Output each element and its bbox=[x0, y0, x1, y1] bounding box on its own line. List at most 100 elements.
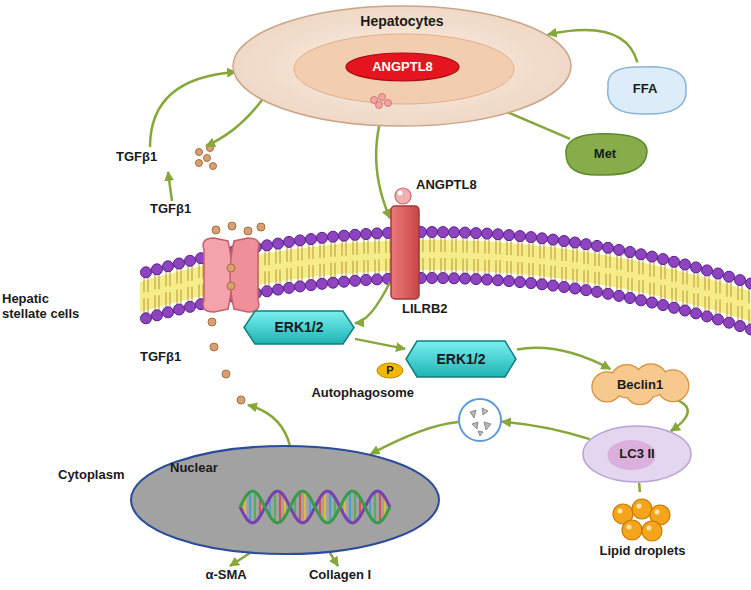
phospholipid-head bbox=[669, 256, 680, 267]
lipid-tail bbox=[518, 241, 522, 277]
phospholipid-head bbox=[537, 233, 548, 244]
text-label: TGFβ1 bbox=[150, 202, 208, 217]
phospholipid-head bbox=[625, 247, 636, 258]
phospholipid-head bbox=[702, 311, 713, 322]
lipid-tail bbox=[617, 255, 621, 291]
phospholipid-head bbox=[548, 280, 559, 291]
phospholipid-head bbox=[691, 262, 702, 273]
lilrb2-receptor-shape bbox=[390, 205, 420, 300]
phospholipid-head bbox=[152, 264, 163, 275]
phospholipid-head bbox=[295, 281, 306, 292]
phospholipid-head bbox=[482, 274, 493, 285]
node-label: Hepatocytes bbox=[232, 13, 572, 29]
lipid-tail bbox=[694, 272, 698, 308]
text-label: α-SMA bbox=[200, 568, 252, 583]
lipid-tail bbox=[353, 240, 357, 276]
lipid-tail bbox=[375, 238, 379, 274]
lipid-tail bbox=[309, 244, 313, 280]
node-label: Nuclear bbox=[170, 461, 250, 476]
lipid-tail bbox=[188, 266, 192, 302]
phospholipid-head bbox=[636, 249, 647, 260]
lipid-tail bbox=[155, 274, 159, 310]
lilrb2-receptor: LILRB2 bbox=[390, 205, 420, 300]
erk-hexagon: ERK1/2 bbox=[243, 310, 355, 345]
lipid-tail bbox=[144, 277, 148, 313]
lipid-tail bbox=[342, 241, 346, 277]
beclin1-cloud: Beclin1 bbox=[585, 366, 695, 404]
phospholipid-head bbox=[427, 273, 438, 284]
phospholipid-head bbox=[185, 301, 196, 312]
lipid-tail bbox=[540, 243, 544, 279]
phospholipid-head bbox=[328, 231, 339, 242]
lipid-tail bbox=[463, 238, 467, 274]
phospholipid-head bbox=[515, 231, 526, 242]
nucleus: Nuclear bbox=[130, 445, 440, 555]
angptl8-oval: ANGPTL8 bbox=[345, 52, 460, 82]
text-label: Hepatic stellate cells bbox=[2, 292, 97, 322]
phospholipid-head bbox=[163, 261, 174, 272]
lipid-tail bbox=[705, 275, 709, 311]
node-label: P bbox=[376, 364, 404, 377]
phospholipid-head bbox=[273, 238, 284, 249]
text-label: TGFβ1 bbox=[140, 350, 198, 365]
phospholipid-head bbox=[460, 227, 471, 238]
phospholipid-head bbox=[306, 234, 317, 245]
phospholipid-head bbox=[614, 290, 625, 301]
phospholipid-head bbox=[702, 265, 713, 276]
phospholipid-head bbox=[493, 275, 504, 286]
phospholipid-head bbox=[515, 277, 526, 288]
phospholipid-head bbox=[559, 282, 570, 293]
metformin-blob: Met bbox=[560, 130, 650, 178]
phospholipid-head bbox=[185, 255, 196, 266]
tgfb1-molecules bbox=[196, 145, 266, 405]
phospholipid-head bbox=[262, 286, 273, 297]
node-label: FFA bbox=[600, 82, 690, 97]
phospholipid-head bbox=[284, 282, 295, 293]
phospholipid-head bbox=[471, 228, 482, 239]
perk-hexagon: ERK1/2 bbox=[405, 340, 517, 378]
node-label: ERK1/2 bbox=[243, 319, 355, 335]
phospholipid-head bbox=[713, 268, 724, 279]
phospholipid-head bbox=[614, 244, 625, 255]
node-label: ANGPTL8 bbox=[345, 60, 460, 75]
phospholipid-head bbox=[647, 297, 658, 308]
lipid-tail bbox=[298, 245, 302, 281]
phospho-dot: P bbox=[376, 362, 404, 379]
phospholipid-head bbox=[680, 305, 691, 316]
text-label: ANGPTL8 bbox=[416, 178, 494, 193]
pathway-arrow bbox=[517, 348, 610, 369]
phospholipid-head bbox=[449, 273, 460, 284]
lipid-tail bbox=[628, 257, 632, 293]
phospholipid-head bbox=[680, 259, 691, 270]
phospholipid-head bbox=[438, 273, 449, 284]
lipid-tail bbox=[287, 247, 291, 283]
phospholipid-head bbox=[724, 271, 735, 282]
lipid-tail bbox=[650, 262, 654, 298]
lipid-tail bbox=[430, 237, 434, 273]
phospholipid-head bbox=[174, 258, 185, 269]
pathway-arrow bbox=[355, 282, 390, 323]
phospholipid-head bbox=[504, 230, 515, 241]
lipid-tail bbox=[199, 263, 203, 299]
phospholipid-head bbox=[735, 275, 746, 286]
phospholipid-head bbox=[746, 278, 751, 289]
phospholipid-head bbox=[339, 276, 350, 287]
hepatocyte-cell: HepatocytesANGPTL8 bbox=[232, 5, 572, 127]
phospholipid-head bbox=[592, 286, 603, 297]
phospholipid-head bbox=[350, 229, 361, 240]
text-label: TGFβ1 bbox=[116, 150, 174, 165]
phospholipid-head bbox=[746, 324, 751, 335]
phospholipid-head bbox=[603, 288, 614, 299]
lipid-droplets: Lipid droplets bbox=[590, 492, 695, 564]
lipid-tail bbox=[496, 239, 500, 275]
phospholipid-head bbox=[152, 310, 163, 321]
phospholipid-head bbox=[669, 302, 680, 313]
lipid-tail bbox=[606, 253, 610, 289]
text-label: Cytoplasm bbox=[58, 468, 138, 483]
lipid-tail bbox=[562, 246, 566, 282]
phospholipid-head bbox=[724, 317, 735, 328]
phospholipid-head bbox=[537, 279, 548, 290]
node-label: Beclin1 bbox=[585, 378, 695, 393]
lipid-tail bbox=[683, 270, 687, 306]
